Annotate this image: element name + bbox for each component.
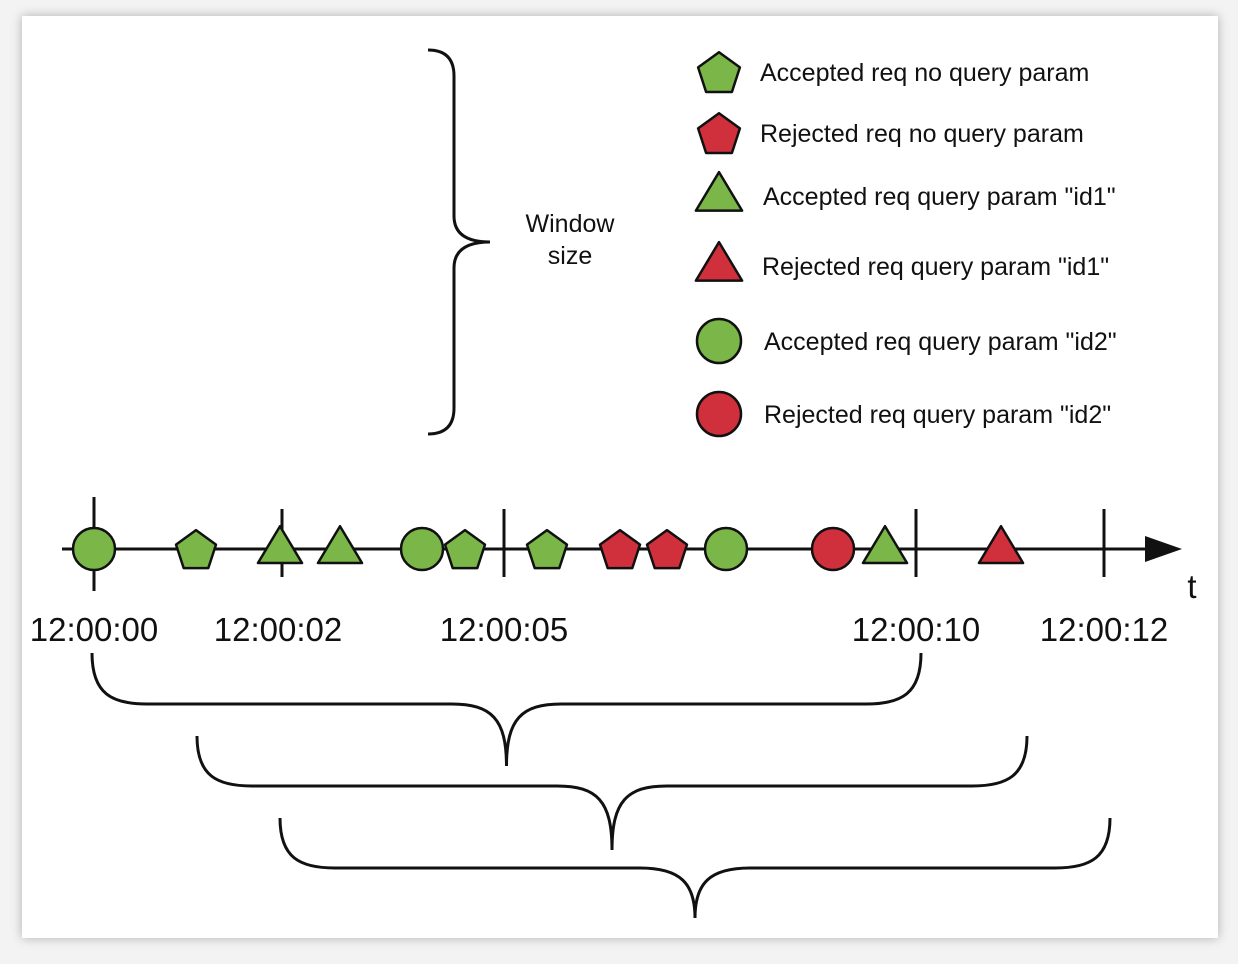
event-6-pentagon-accepted	[443, 528, 487, 570]
event-12-triangle-accepted	[861, 524, 909, 565]
event-9-pentagon-rejected	[645, 528, 689, 570]
tick-label-12-00-02: 12:00:02	[214, 611, 342, 648]
event-3-triangle-accepted	[256, 524, 304, 565]
legend-circle-rejected-icon	[695, 390, 743, 438]
tick-label-12-00-12: 12:00:12	[1040, 611, 1168, 648]
legend-circle-accepted-icon	[695, 317, 743, 365]
axis-label: t	[1187, 568, 1196, 605]
event-7-pentagon-accepted	[525, 528, 569, 570]
window-size-brace	[427, 48, 491, 436]
request-events	[71, 524, 1025, 572]
window-size-annotation: Window size	[427, 48, 616, 436]
tick-label-12-00-05: 12:00:05	[440, 611, 568, 648]
timeline-arrowhead	[1145, 536, 1182, 562]
tick-label-12-00-10: 12:00:10	[852, 611, 980, 648]
legend-triangle-rejected-icon	[694, 240, 744, 282]
window-brace-3	[278, 817, 1112, 919]
event-5-circle-accepted	[399, 526, 445, 572]
legend-label-pentagon-rejected: Rejected req no query param	[760, 120, 1084, 148]
event-4-triangle-accepted	[316, 524, 364, 565]
event-10-circle-accepted	[703, 526, 749, 572]
event-13-triangle-rejected	[977, 524, 1025, 565]
time-ticks: 12:00:00 12:00:02 12:00:05 12:00:10 12:00:12	[30, 497, 1168, 648]
window-brace-1	[90, 652, 923, 767]
legend-label-triangle-rejected: Rejected req query param "id1"	[762, 253, 1109, 281]
legend-label-circle-accepted: Accepted req query param "id2"	[764, 328, 1117, 356]
legend-pentagon-rejected-icon	[696, 111, 742, 155]
legend-label-pentagon-accepted: Accepted req no query param	[760, 59, 1089, 87]
legend-pentagon-accepted-icon	[696, 50, 742, 94]
window-brace-2	[195, 735, 1029, 851]
legend-label-triangle-accepted: Accepted req query param "id1"	[763, 183, 1116, 211]
sliding-windows	[90, 652, 1112, 919]
legend-label-circle-rejected: Rejected req query param "id2"	[764, 401, 1111, 429]
tick-label-12-00-00: 12:00:00	[30, 611, 158, 648]
window-size-label-line1: Window	[526, 210, 616, 238]
event-8-pentagon-rejected	[598, 528, 642, 570]
legend-triangle-accepted-icon	[694, 170, 744, 212]
event-1-circle-accepted	[71, 526, 117, 572]
event-11-circle-rejected	[810, 526, 856, 572]
event-2-pentagon-accepted	[174, 528, 218, 570]
window-size-label-line2: size	[548, 242, 592, 270]
